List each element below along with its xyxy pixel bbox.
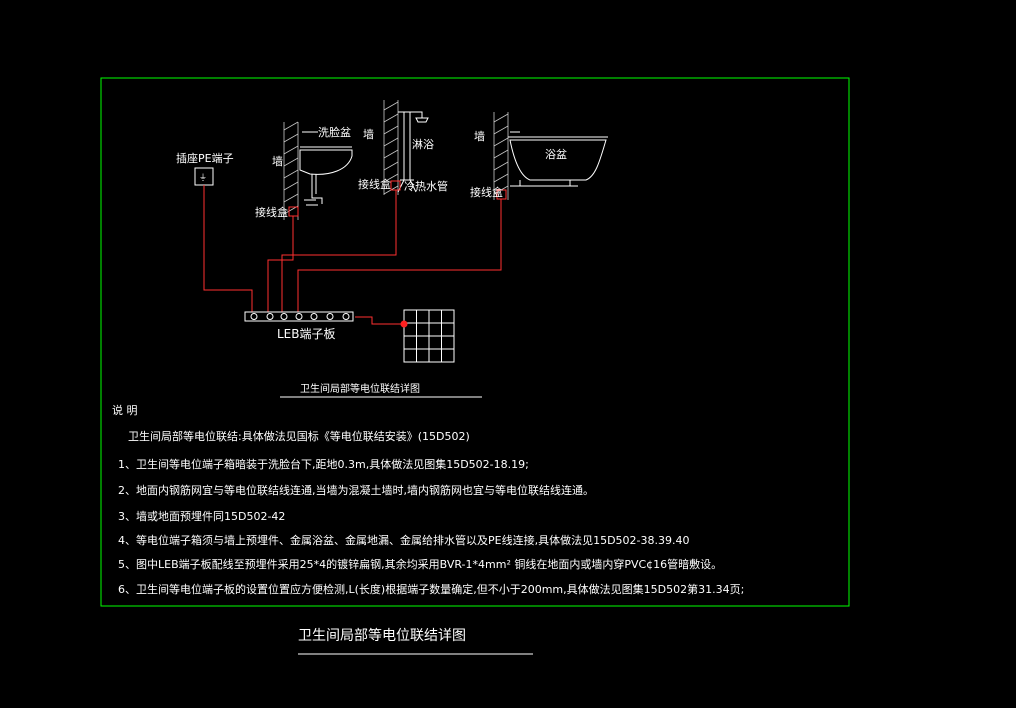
shower-fixture (390, 111, 429, 193)
label-junction-3: 接线盒 (470, 186, 503, 199)
basin-fixture (288, 131, 353, 217)
label-shower: 淋浴 (412, 138, 434, 151)
label-water-pipe: 冷热水管 (404, 180, 448, 193)
note-item-2: 2、地面内钢筋网宜与等电位联结线连通,当墙为混凝土墙时,墙内钢筋网也宜与等电位联… (118, 484, 594, 497)
svg-text:⏚: ⏚ (199, 173, 207, 182)
label-wall-3: 墙 (474, 130, 485, 143)
rebar-mesh (403, 309, 455, 363)
note-item-3: 3、墙或地面预埋件同15D502-42 (118, 510, 286, 523)
bonding-wires (203, 185, 502, 325)
diagram-subtitle: 卫生间局部等电位联结详图 (300, 384, 420, 395)
notes-intro: 卫生间局部等电位联结:具体做法见国标《等电位联结安装》(15D502) (128, 430, 470, 443)
label-wall-2: 墙 (363, 128, 374, 141)
label-leb: LEB端子板 (277, 327, 336, 341)
note-item-1: 1、卫生间等电位端子箱暗装于洗脸台下,距地0.3m,具体做法见图集15D502-… (118, 458, 529, 471)
label-basin: 洗脸盆 (318, 126, 351, 139)
mesh-connection-node (400, 320, 408, 328)
leb-terminal-board (244, 311, 354, 322)
page-title: 卫生间局部等电位联结详图 (298, 628, 466, 644)
drawing-frame (100, 77, 850, 607)
notes-heading: 说 明 (112, 404, 138, 417)
label-junction-2: 接线盒 (358, 178, 391, 191)
wall-hatch-3 (493, 112, 509, 200)
label-junction-1: 接线盒 (255, 206, 288, 219)
note-item-4: 4、等电位端子箱须与墙上预埋件、金属浴盆、金属地漏、金属给排水管以及PE线连接,… (118, 534, 690, 547)
label-bathtub: 浴盆 (545, 148, 567, 161)
note-item-6: 6、卫生间等电位端子板的设置位置应方便检测,L(长度)根据端子数量确定,但不小于… (118, 583, 745, 596)
bathtub-fixture (496, 131, 608, 200)
label-pe-terminal: 插座PE端子 (176, 152, 234, 165)
pe-socket-icon: ⏚ (194, 167, 214, 186)
label-wall-1: 墙 (272, 155, 283, 168)
note-item-5: 5、图中LEB端子板配线至预埋件采用25*4的镀锌扁钢,其余均采用BVR-1*4… (118, 558, 723, 571)
